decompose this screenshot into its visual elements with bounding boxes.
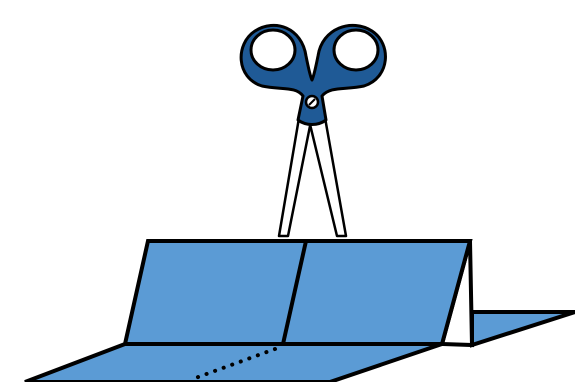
- standing-fold-face: [122, 239, 473, 346]
- dotted-cut-line: [188, 347, 277, 382]
- scissors-pivot-slot: [308, 98, 316, 106]
- scissors-right-blade: [306, 110, 348, 238]
- bottom-sheet-left: [24, 342, 443, 382]
- bottom-sheet-right: [470, 310, 575, 348]
- scissors-left-blade: [277, 110, 314, 238]
- scissors-left-finger-hole: [249, 28, 297, 72]
- scissors-icon: [239, 23, 387, 238]
- scissors-right-finger-hole: [332, 28, 380, 72]
- fold-crease: [281, 240, 308, 345]
